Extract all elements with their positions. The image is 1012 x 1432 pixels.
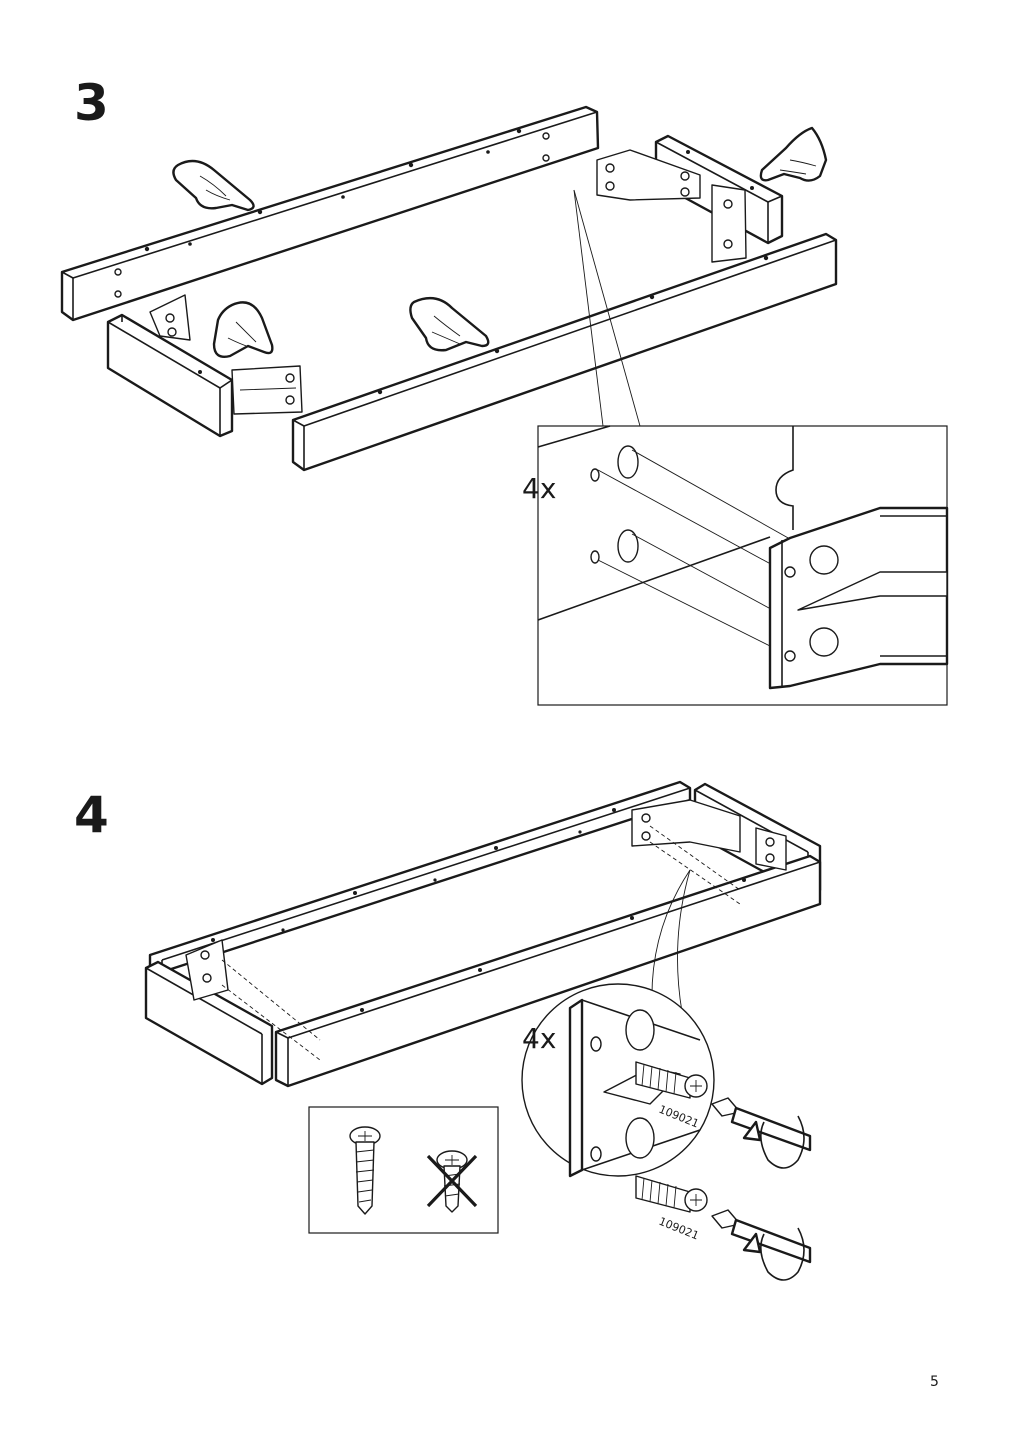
screw-code-label: 109021 — [657, 1215, 701, 1243]
callout-pointer — [573, 189, 604, 427]
hand-press-icon — [212, 301, 274, 358]
callout-pointer — [573, 189, 641, 427]
callout-pointer — [677, 869, 691, 1013]
step-3-number: 3 — [74, 74, 109, 132]
screwdriver-icon — [711, 1209, 812, 1281]
hand-press-icon — [409, 296, 490, 352]
assembled-frame — [144, 780, 822, 1088]
correct-screw-icon — [349, 1126, 381, 1215]
screw-icon — [635, 1175, 708, 1213]
hand-press-icon — [172, 159, 255, 212]
step-4-detail-circle: 109021 109021 — [521, 983, 715, 1243]
incorrect-screw-icon — [426, 1150, 478, 1213]
short-end-right — [596, 134, 784, 263]
screw-icon — [635, 1061, 708, 1099]
screwdriver-icon — [711, 1097, 812, 1169]
step-3-detail-box — [537, 425, 949, 706]
callout-pointer — [651, 869, 691, 1005]
step-4-number: 4 — [74, 786, 109, 844]
step-3-quantity: 4x — [522, 472, 557, 505]
long-rail-front — [291, 232, 838, 472]
screw-type-comparison-box — [308, 1106, 499, 1234]
long-rail-back — [60, 105, 600, 322]
step-4-quantity: 4x — [522, 1022, 557, 1055]
page-number: 5 — [930, 1374, 939, 1390]
short-end-left — [106, 294, 303, 438]
hand-press-icon — [759, 126, 828, 182]
